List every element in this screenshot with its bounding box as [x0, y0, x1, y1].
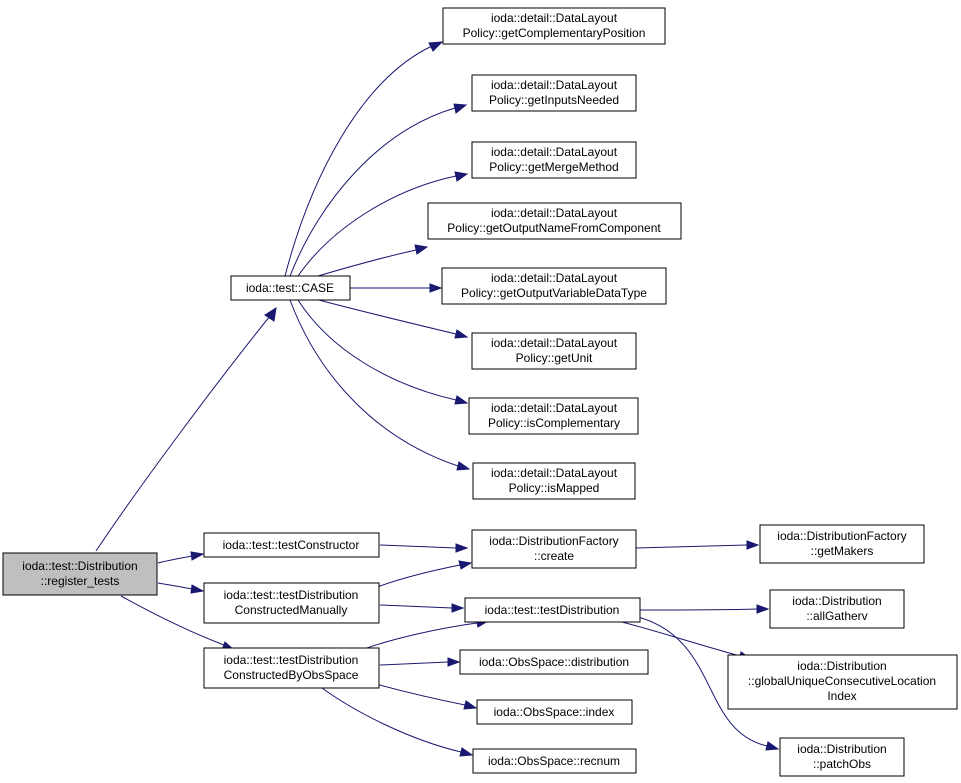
svg-text:ioda::detail::DataLayout: ioda::detail::DataLayout: [491, 206, 618, 220]
svg-text:Policy::isComplementary: Policy::isComplementary: [488, 416, 620, 430]
svg-text:::patchObs: ::patchObs: [813, 757, 871, 771]
node-get-output-name-from-component[interactable]: ioda::detail::DataLayout Policy::getOutp…: [427, 202, 682, 240]
node-obsspace-distribution[interactable]: ioda::ObsSpace::distribution: [459, 649, 649, 675]
node-test-distribution-constructed-by-obsspace[interactable]: ioda::test::testDistribution Constructed…: [203, 647, 380, 689]
edge-case-to-iscomplementary: [297, 299, 469, 405]
svg-text:ioda::detail::DataLayout: ioda::detail::DataLayout: [491, 271, 618, 285]
node-distribution-patch-obs[interactable]: ioda::Distribution ::patchObs: [779, 737, 905, 777]
node-get-inputs-needed[interactable]: ioda::detail::DataLayout Policy::getInpu…: [471, 74, 637, 112]
svg-text:::getMakers: ::getMakers: [811, 544, 874, 558]
node-distribution-allgatherv[interactable]: ioda::Distribution ::allGatherv: [769, 589, 905, 629]
node-is-mapped[interactable]: ioda::detail::DataLayout Policy::isMappe…: [472, 462, 636, 500]
svg-text:ioda::test::testConstructor: ioda::test::testConstructor: [223, 538, 360, 552]
node-distribution-factory-get-makers[interactable]: ioda::DistributionFactory ::getMakers: [759, 524, 925, 564]
edge-case-to-getinputsneeded: [289, 103, 468, 277]
svg-text:ioda::ObsSpace::recnum: ioda::ObsSpace::recnum: [488, 754, 620, 768]
edge-testdistmanually-to-factorycreate: [371, 560, 473, 590]
edge-register-to-testconstructor: [157, 551, 205, 564]
node-test-constructor[interactable]: ioda::test::testConstructor: [203, 532, 380, 558]
node-get-complementary-position[interactable]: ioda::detail::DataLayout Policy::getComp…: [442, 7, 666, 45]
svg-text:ioda::Distribution: ioda::Distribution: [792, 594, 881, 608]
node-get-merge-method[interactable]: ioda::detail::DataLayout Policy::getMerg…: [471, 141, 637, 179]
edge-testdistribution-to-allgatherv: [639, 604, 770, 614]
node-distribution-factory-create[interactable]: ioda::DistributionFactory ::create: [471, 529, 637, 569]
svg-text:ioda::Distribution: ioda::Distribution: [797, 659, 886, 673]
edge-case-to-getoutputvariabledatatype: [350, 283, 443, 293]
node-is-complementary[interactable]: ioda::detail::DataLayout Policy::isCompl…: [468, 397, 639, 435]
svg-text:ioda::detail::DataLayout: ioda::detail::DataLayout: [491, 145, 618, 159]
node-get-output-variable-data-type[interactable]: ioda::detail::DataLayout Policy::getOutp…: [441, 267, 667, 305]
svg-text:::allGatherv: ::allGatherv: [806, 609, 867, 623]
edge-register-to-testdistmanually: [157, 582, 205, 594]
svg-text:ioda::test::testDistribution: ioda::test::testDistribution: [224, 588, 359, 602]
node-get-unit[interactable]: ioda::detail::DataLayout Policy::getUnit: [471, 332, 637, 370]
edge-testconstructor-to-factorycreate: [379, 543, 469, 553]
svg-text:ioda::detail::DataLayout: ioda::detail::DataLayout: [491, 336, 618, 350]
svg-text:::register_tests: ::register_tests: [41, 574, 120, 588]
edge-case-to-getunit: [314, 298, 469, 339]
node-test-distribution-constructed-manually[interactable]: ioda::test::testDistribution Constructed…: [203, 582, 380, 624]
svg-text:Index: Index: [827, 689, 856, 703]
svg-text:ioda::test::Distribution: ioda::test::Distribution: [22, 559, 137, 573]
node-case[interactable]: ioda::test::CASE: [230, 275, 351, 301]
svg-text:Policy::getOutputNameFromCompo: Policy::getOutputNameFromComponent: [447, 221, 661, 235]
svg-text:ioda::detail::DataLayout: ioda::detail::DataLayout: [491, 78, 618, 92]
svg-text:ioda::ObsSpace::distribution: ioda::ObsSpace::distribution: [479, 655, 629, 669]
edge-testdistobsspace-to-obsdistribution: [379, 657, 461, 667]
svg-text:ConstructedManually: ConstructedManually: [235, 603, 348, 617]
svg-text:ioda::detail::DataLayout: ioda::detail::DataLayout: [491, 466, 618, 480]
svg-text:ioda::DistributionFactory: ioda::DistributionFactory: [777, 529, 906, 543]
edge-case-to-getcomplementaryposition: [284, 41, 444, 277]
svg-text:ioda::test::testDistribution: ioda::test::testDistribution: [224, 653, 359, 667]
node-register-tests[interactable]: ioda::test::Distribution ::register_test…: [2, 552, 158, 596]
svg-text:Policy::getInputsNeeded: Policy::getInputsNeeded: [489, 93, 619, 107]
svg-text:ioda::Distribution: ioda::Distribution: [797, 742, 886, 756]
svg-text:ConstructedByObsSpace: ConstructedByObsSpace: [224, 668, 359, 682]
edge-testdistribution-to-patchobs: [637, 616, 780, 751]
edge-testdistobsspace-to-testdistribution: [363, 618, 490, 650]
svg-text:Policy::getOutputVariableDataT: Policy::getOutputVariableDataType: [461, 286, 647, 300]
edge-register-to-case: [95, 306, 277, 552]
svg-text:Policy::getMergeMethod: Policy::getMergeMethod: [489, 160, 618, 174]
edge-case-to-ismapped: [289, 299, 471, 471]
edge-case-to-getmergemethod: [297, 171, 469, 277]
edge-factorycreate-to-getmakers: [635, 540, 760, 550]
svg-text:Policy::isMapped: Policy::isMapped: [509, 481, 600, 495]
svg-text:ioda::detail::DataLayout: ioda::detail::DataLayout: [491, 401, 618, 415]
edge-case-to-getoutputnamefromcomponent: [317, 244, 429, 277]
svg-text:Policy::getComplementaryPositi: Policy::getComplementaryPosition: [463, 26, 646, 40]
svg-text:ioda::test::CASE: ioda::test::CASE: [246, 281, 334, 295]
svg-text:ioda::DistributionFactory: ioda::DistributionFactory: [489, 534, 618, 548]
node-obsspace-index[interactable]: ioda::ObsSpace::index: [476, 699, 633, 725]
svg-text:::globalUniqueConsecutiveLocat: ::globalUniqueConsecutiveLocation: [748, 674, 936, 688]
svg-text:ioda::ObsSpace::index: ioda::ObsSpace::index: [494, 705, 615, 719]
node-distribution-global-unique-consecutive-location-index[interactable]: ioda::Distribution ::globalUniqueConsecu…: [727, 654, 958, 710]
svg-text:ioda::detail::DataLayout: ioda::detail::DataLayout: [491, 11, 618, 25]
svg-text:ioda::test::testDistribution: ioda::test::testDistribution: [485, 603, 620, 617]
svg-text:Policy::getUnit: Policy::getUnit: [516, 351, 593, 365]
edge-testdistmanually-to-testdistribution: [379, 603, 465, 613]
edge-testdistobsspace-to-obsrecnum: [321, 687, 474, 757]
node-obsspace-recnum[interactable]: ioda::ObsSpace::recnum: [472, 748, 637, 774]
edge-testdistobsspace-to-obsindex: [375, 683, 478, 710]
node-test-distribution[interactable]: ioda::test::testDistribution: [464, 597, 641, 623]
svg-text:::create: ::create: [534, 549, 574, 563]
